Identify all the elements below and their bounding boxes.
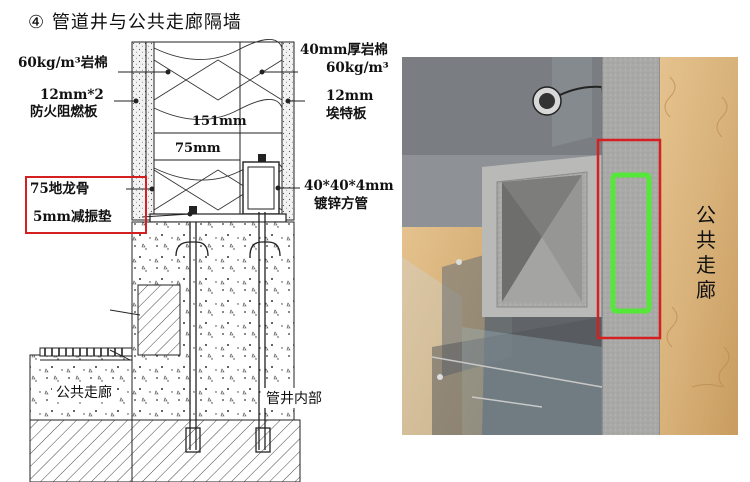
corridor-char-2: 共 <box>696 228 716 252</box>
anchor-bolts <box>175 212 281 453</box>
bolt-head-top <box>258 154 266 162</box>
skirting-strip <box>39 347 133 361</box>
dimension-lines <box>153 128 283 165</box>
steel-tube <box>242 161 280 215</box>
corridor-char-3: 走 <box>696 253 716 277</box>
label-fire-board-spec: 12mm*2 <box>40 87 104 103</box>
corridor-char-4: 廊 <box>696 278 716 302</box>
label-rock-wool-40: 40mm厚岩棉 <box>300 42 388 58</box>
highlight-box-keel <box>25 176 147 234</box>
shaft-wall <box>602 57 660 435</box>
eter-board-right <box>281 41 295 221</box>
label-eter-board-name: 埃特板 <box>326 106 367 122</box>
label-shaft-interior: 管井内部 <box>262 388 326 408</box>
dim-151: 151mm <box>192 114 247 129</box>
dim-75: 75mm <box>175 141 221 156</box>
label-fire-board-name: 防火阻燃板 <box>30 104 98 120</box>
diagram-title: ④ 管道井与公共走廊隔墙 <box>28 12 242 33</box>
structural-slab <box>131 419 301 482</box>
leader-lines <box>109 71 305 361</box>
label-corridor-vertical: 公 共 走 廊 <box>693 203 719 303</box>
label-floor-keel: 75地龙骨 <box>30 181 90 197</box>
corridor-panel <box>660 57 738 435</box>
label-damping-pad: 5mm减振垫 <box>33 209 112 225</box>
corridor-char-1: 公 <box>696 203 716 227</box>
label-steel-tube-name: 镀锌方管 <box>314 196 368 212</box>
ceiling-lamp <box>532 85 608 144</box>
label-eter-board-spec: 12mm <box>326 88 374 104</box>
highlight-wall-red <box>596 138 662 340</box>
fire-board-left-2 <box>145 41 155 221</box>
highlight-keel-green <box>610 172 652 314</box>
label-steel-tube-spec: 40*40*4mm <box>304 178 394 194</box>
section-drawing <box>29 39 305 482</box>
render-view <box>402 57 738 435</box>
label-public-corridor: 公共走廊 <box>52 382 116 402</box>
label-rock-wool-60: 60kg/m³岩棉 <box>18 55 108 71</box>
label-rock-wool-40-density: 60kg/m³ <box>326 60 389 76</box>
